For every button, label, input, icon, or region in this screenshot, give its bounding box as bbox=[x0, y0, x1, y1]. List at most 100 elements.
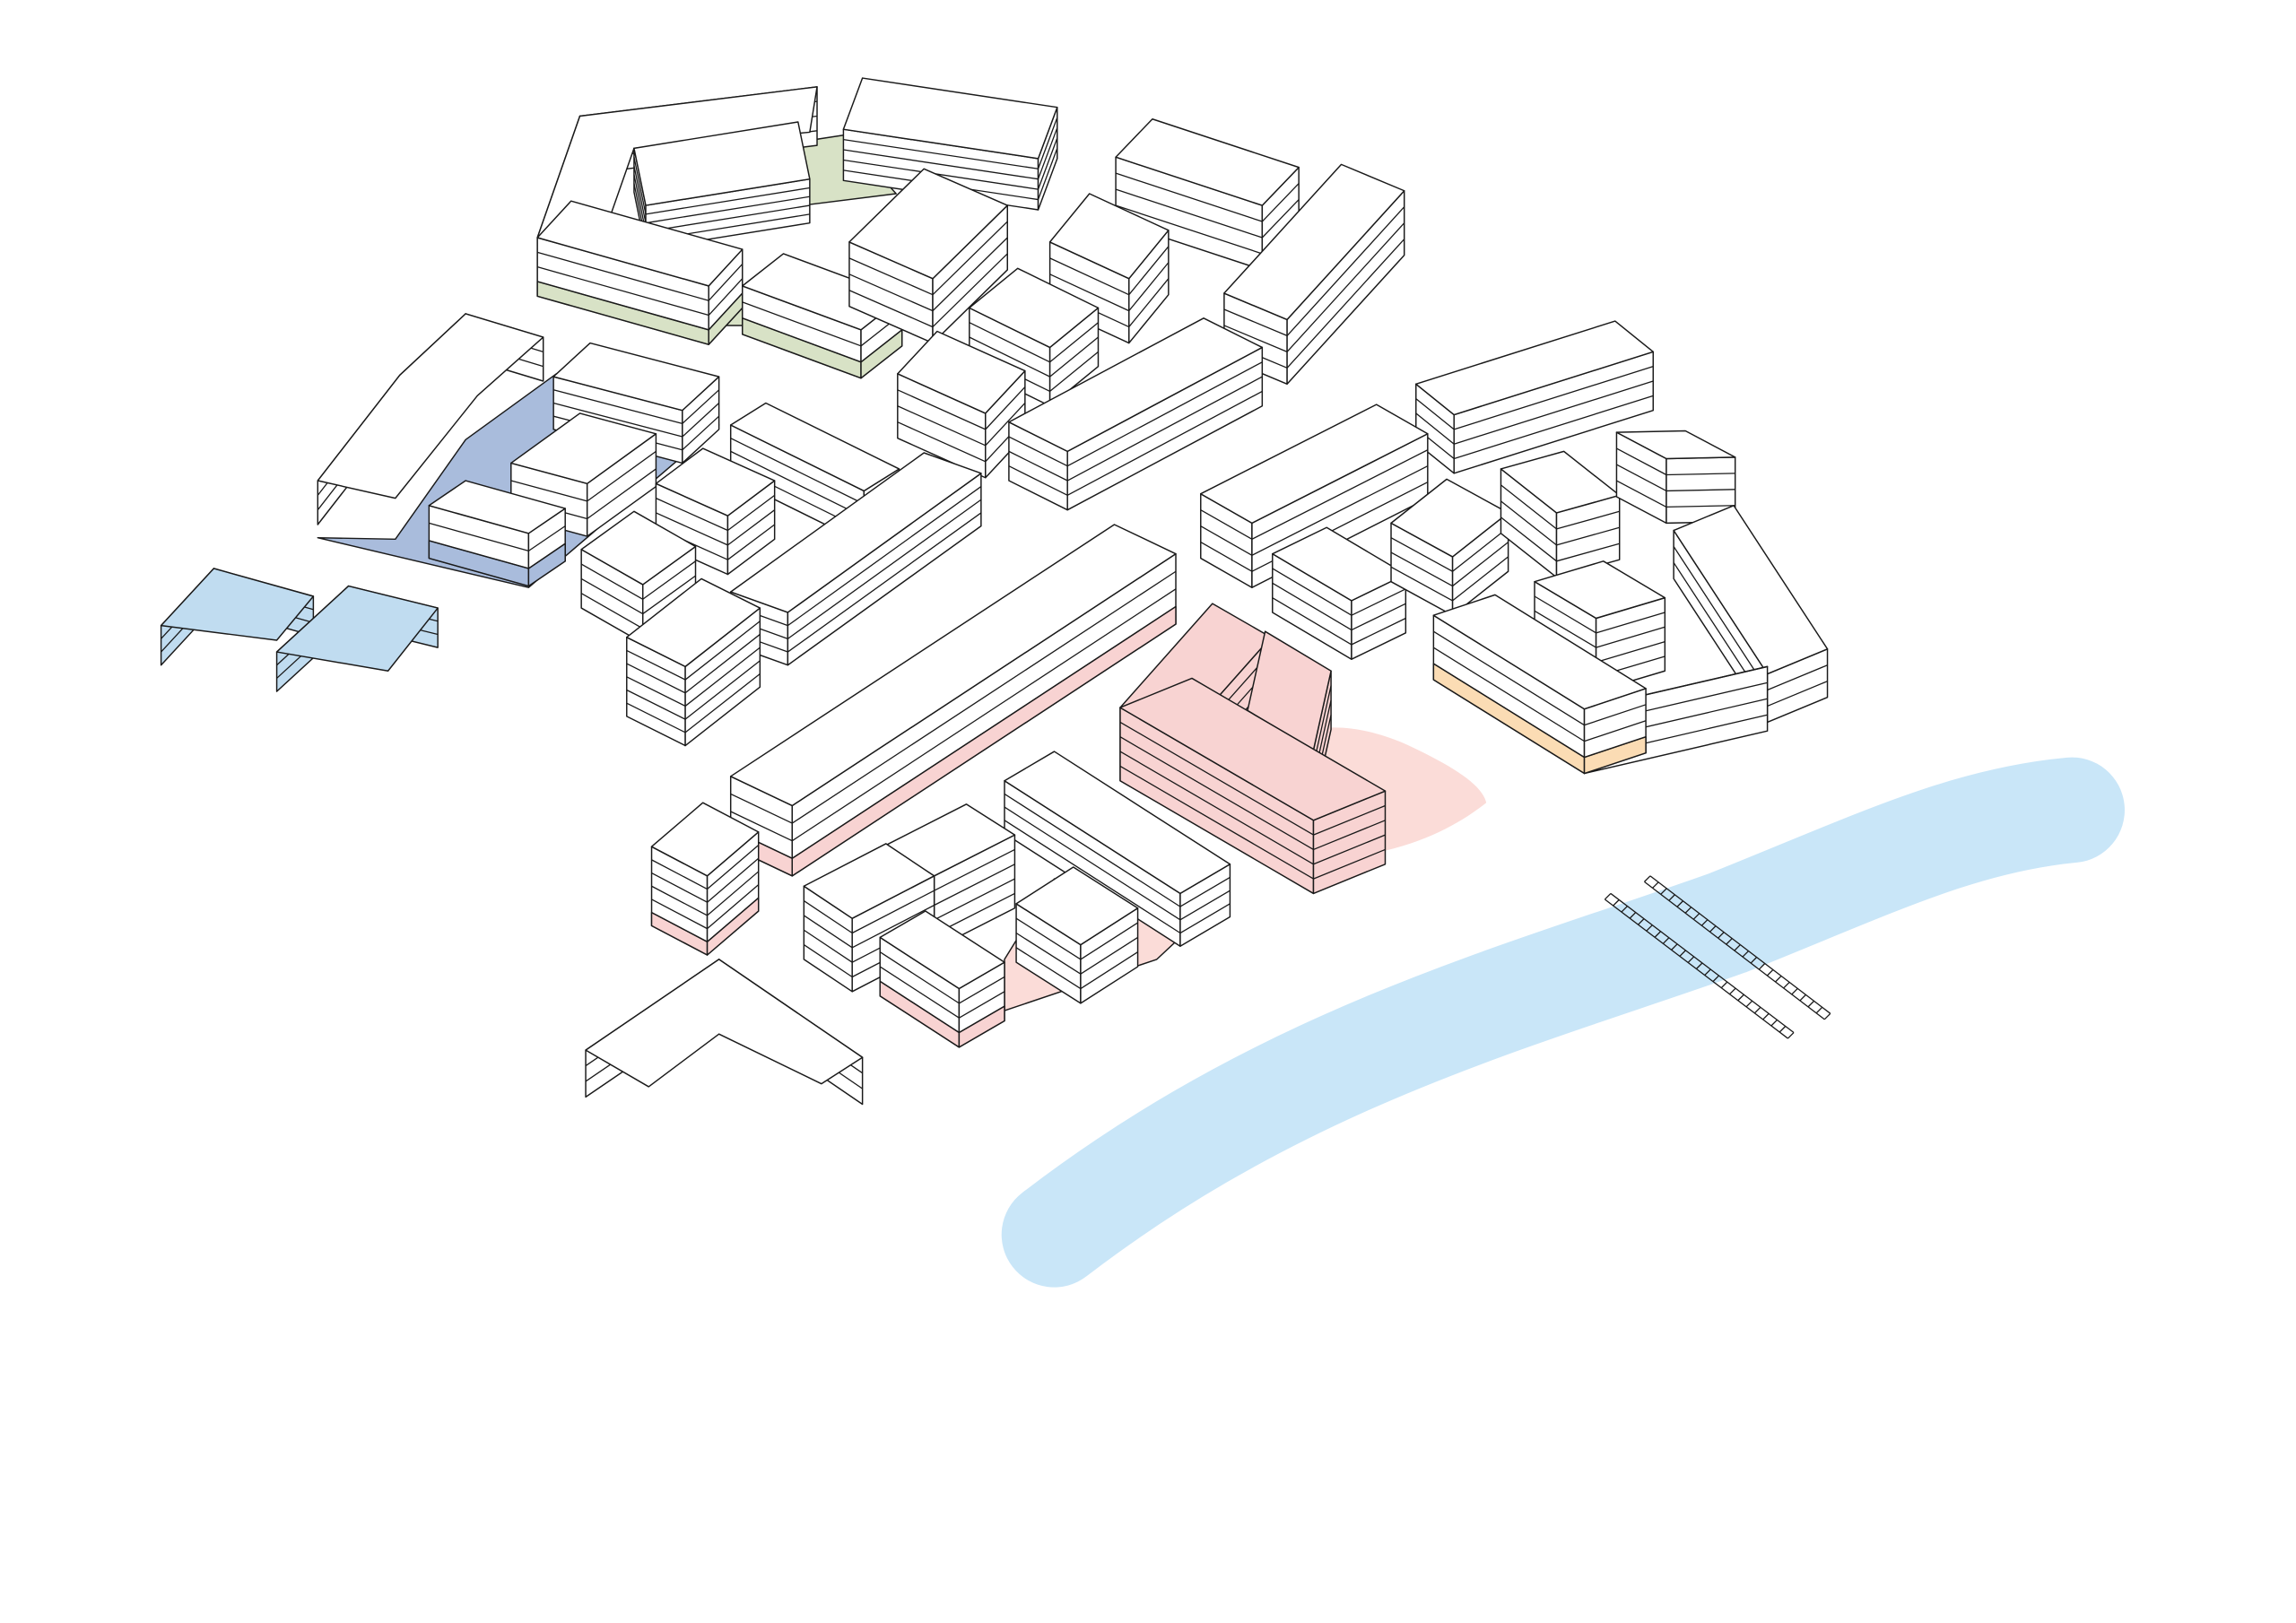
floor-line bbox=[707, 884, 760, 930]
central-diagonal-building bbox=[729, 524, 1177, 877]
building-roof bbox=[317, 313, 544, 499]
building-roof bbox=[633, 121, 811, 206]
bridge-tick bbox=[1726, 938, 1733, 945]
floor-line bbox=[791, 588, 1177, 842]
floor-line bbox=[1119, 751, 1314, 865]
floor-line bbox=[727, 509, 776, 546]
floor-line bbox=[1665, 505, 1735, 508]
river-water bbox=[1001, 757, 2125, 1288]
floor-line bbox=[1673, 546, 1769, 690]
floor-line bbox=[1351, 617, 1406, 646]
bridge bbox=[1604, 875, 1831, 1039]
block-building bbox=[1272, 526, 1407, 660]
building-roof bbox=[585, 959, 864, 1088]
building-roof bbox=[729, 524, 1177, 807]
floor-line bbox=[934, 878, 1015, 921]
floor-line bbox=[843, 149, 1039, 180]
floor-line bbox=[730, 438, 865, 505]
floor-line bbox=[1433, 630, 1585, 726]
floor-line bbox=[528, 525, 566, 551]
bridge-tick bbox=[1745, 1000, 1753, 1008]
floor-line bbox=[1115, 204, 1263, 255]
floor-line bbox=[1049, 336, 1099, 378]
floor-line bbox=[848, 290, 934, 328]
floor-line bbox=[1080, 922, 1138, 960]
floor-line bbox=[787, 512, 982, 653]
bridge-tick bbox=[1815, 1006, 1823, 1014]
floor-line bbox=[959, 976, 1005, 1004]
floor-line bbox=[1433, 663, 1585, 759]
floor-line bbox=[1454, 380, 1654, 445]
building-roof bbox=[1673, 505, 1829, 675]
floor-line bbox=[1313, 804, 1386, 836]
bridge-tick bbox=[1695, 962, 1703, 969]
floor-line bbox=[1272, 568, 1352, 616]
bridge-tick bbox=[1758, 963, 1766, 970]
north-bar-building bbox=[842, 77, 1058, 211]
floor-line bbox=[587, 468, 657, 519]
floor-line bbox=[1351, 588, 1406, 616]
bridge-tick bbox=[1679, 950, 1686, 957]
floor-line bbox=[742, 301, 862, 347]
river bbox=[1001, 757, 2125, 1288]
floor-line bbox=[1534, 610, 1596, 648]
floor-line bbox=[1616, 464, 1667, 492]
building-roof bbox=[1004, 751, 1231, 895]
floor-line bbox=[1556, 542, 1620, 562]
floor-line bbox=[1037, 148, 1058, 200]
floor-line bbox=[684, 633, 761, 694]
floor-line bbox=[510, 480, 587, 502]
floor-line bbox=[1008, 450, 1068, 482]
bridge-tick bbox=[1779, 1026, 1787, 1033]
floor-line bbox=[791, 605, 1177, 859]
building-roof bbox=[580, 510, 697, 586]
floor-line bbox=[626, 663, 686, 694]
floor-line bbox=[1584, 704, 1647, 726]
floor-line bbox=[803, 900, 853, 934]
bridge-tick bbox=[1718, 932, 1725, 939]
v-shaped-building bbox=[585, 959, 864, 1106]
floor-line bbox=[1008, 465, 1068, 496]
floor-line bbox=[682, 389, 720, 424]
floor-line bbox=[645, 195, 810, 224]
floor-line bbox=[1433, 647, 1585, 742]
floor-line bbox=[1390, 537, 1453, 572]
floor-line bbox=[626, 649, 686, 681]
floor-line bbox=[682, 415, 720, 451]
floor-line bbox=[1286, 206, 1405, 336]
floor-line bbox=[1261, 183, 1300, 222]
floor-line bbox=[1313, 834, 1386, 865]
floor-line bbox=[651, 859, 708, 890]
bridge-tick bbox=[1737, 994, 1744, 1002]
floor-line bbox=[1286, 239, 1405, 369]
bridge-tick bbox=[1766, 969, 1774, 976]
floor-line bbox=[959, 991, 1005, 1019]
building-roof bbox=[536, 200, 744, 287]
bridge-tick bbox=[1775, 975, 1782, 983]
block-building bbox=[848, 168, 1008, 344]
bridge-tick bbox=[1709, 925, 1717, 933]
floor-line bbox=[1272, 582, 1352, 631]
floor-line bbox=[843, 138, 1039, 169]
floor-line bbox=[1534, 595, 1596, 634]
floor-line bbox=[1454, 366, 1654, 430]
building-roof bbox=[803, 843, 935, 919]
bridge-tick bbox=[1712, 975, 1719, 983]
floor-line bbox=[1452, 526, 1509, 572]
building-roof bbox=[897, 330, 1026, 414]
floor-line bbox=[642, 575, 696, 615]
building-roof bbox=[655, 447, 776, 516]
building-roof bbox=[428, 480, 566, 534]
floor-line bbox=[642, 560, 696, 600]
floor-line bbox=[1261, 199, 1300, 239]
bridge-tick bbox=[1799, 994, 1806, 1002]
floor-line bbox=[1128, 262, 1170, 312]
floor-line bbox=[934, 864, 1015, 907]
building-roof bbox=[650, 802, 760, 877]
block-building bbox=[1500, 450, 1621, 578]
floor-line bbox=[1015, 932, 1082, 975]
pentagon-south-wing bbox=[536, 200, 744, 345]
floor-line bbox=[897, 421, 987, 463]
floor-line bbox=[932, 221, 1008, 296]
floor-line bbox=[1037, 117, 1058, 169]
